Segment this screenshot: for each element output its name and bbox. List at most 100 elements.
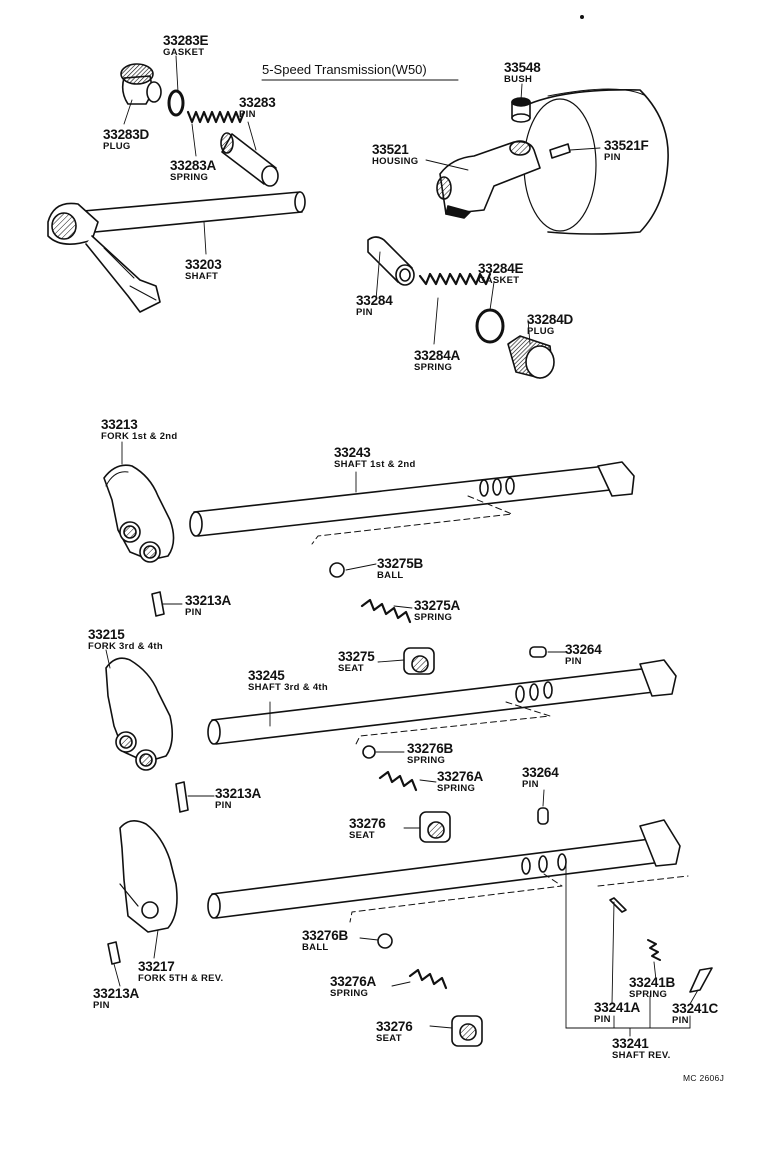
part-number: 33215 <box>88 627 125 642</box>
part-number: 33213A <box>185 593 232 608</box>
pin-33241C-drawing <box>689 967 713 993</box>
part-name: BALL <box>302 941 329 953</box>
part-name: PLUG <box>527 325 555 337</box>
corner-mark <box>580 15 584 19</box>
part-number: 33241A <box>594 1000 641 1015</box>
part-number: 33243 <box>334 445 371 460</box>
part-number: 33276 <box>349 816 386 831</box>
spring-33284A-drawing <box>418 272 492 286</box>
bush-33548-drawing <box>511 97 531 123</box>
part-name: BALL <box>377 569 404 581</box>
part-name: SPRING <box>437 782 476 794</box>
part-number: 33275A <box>414 598 461 613</box>
fork-33217-drawing <box>119 820 178 933</box>
part-number: 33241B <box>629 975 676 990</box>
part-number: 33213A <box>215 786 262 801</box>
part-name: PIN <box>672 1014 689 1026</box>
part-number: 33241 <box>612 1036 649 1051</box>
part-name: SPRING <box>407 754 446 766</box>
shaft-33203-drawing <box>47 191 306 313</box>
gasket-33284E-drawing <box>475 308 505 344</box>
part-number: 33283E <box>163 33 209 48</box>
part-name: FORK 3rd & 4th <box>88 640 163 652</box>
part-name: SHAFT 3rd & 4th <box>248 681 328 693</box>
part-number: 33264 <box>565 642 602 657</box>
part-name: SEAT <box>376 1032 402 1044</box>
part-number: 33284A <box>414 348 461 363</box>
pin-33283-drawing <box>220 132 279 187</box>
spring-33275A-drawing <box>360 598 412 624</box>
leader-lines <box>105 55 699 1037</box>
part-number: 33284D <box>527 312 574 327</box>
part-number: 33241C <box>672 1001 719 1016</box>
part-name: SHAFT 1st & 2nd <box>334 458 416 470</box>
fork-33215-drawing <box>105 657 174 771</box>
part-number: 33521 <box>372 142 409 157</box>
part-number: 33283D <box>103 127 150 142</box>
part-number: 33275 <box>338 649 375 664</box>
part-number: 33521F <box>604 138 649 153</box>
part-name: PIN <box>215 799 232 811</box>
part-name: GASKET <box>478 274 520 286</box>
part-name: SPRING <box>629 988 668 1000</box>
part-name: HOUSING <box>372 155 419 167</box>
part-number: 33276B <box>407 741 454 756</box>
pin-33284-drawing <box>367 236 415 286</box>
part-name: FORK 5TH & REV. <box>138 972 224 984</box>
part-name: SEAT <box>338 662 364 674</box>
pin-33213A-3-drawing <box>107 941 121 965</box>
fork-33213-drawing <box>103 464 175 563</box>
part-name: SHAFT <box>185 270 219 282</box>
spring-33241B-drawing <box>647 939 661 961</box>
part-name: SPRING <box>414 361 453 373</box>
part-name: PIN <box>565 655 582 667</box>
part-number: 33284E <box>478 261 524 276</box>
part-name: SEAT <box>349 829 375 841</box>
seat-33276-2-drawing <box>451 1015 483 1047</box>
seat-33275-drawing <box>403 647 435 675</box>
ball-33275B-drawing <box>329 562 345 578</box>
spring-33283A-drawing <box>186 110 246 124</box>
plug-33283D-drawing <box>120 63 162 105</box>
part-name: PIN <box>604 151 621 163</box>
part-number: 33275B <box>377 556 424 571</box>
diagram-title: 5-Speed Transmission(W50) <box>262 62 427 77</box>
ball-33276B-2-drawing <box>377 933 393 949</box>
part-name: SPRING <box>414 611 453 623</box>
spring-33276A-1-drawing <box>378 770 418 792</box>
seat-33276-1-drawing <box>419 811 451 843</box>
part-name: BUSH <box>504 73 533 85</box>
part-number: 33245 <box>248 668 285 683</box>
part-name: PIN <box>239 108 256 120</box>
spring-33276A-2-drawing <box>408 968 448 990</box>
ball-33276B-1-drawing <box>362 745 376 759</box>
pin-33213A-1-drawing <box>151 591 165 617</box>
pin-33264-1-drawing <box>529 646 547 658</box>
part-name: SPRING <box>170 171 209 183</box>
part-name: PIN <box>185 606 202 618</box>
part-number: 33264 <box>522 765 559 780</box>
